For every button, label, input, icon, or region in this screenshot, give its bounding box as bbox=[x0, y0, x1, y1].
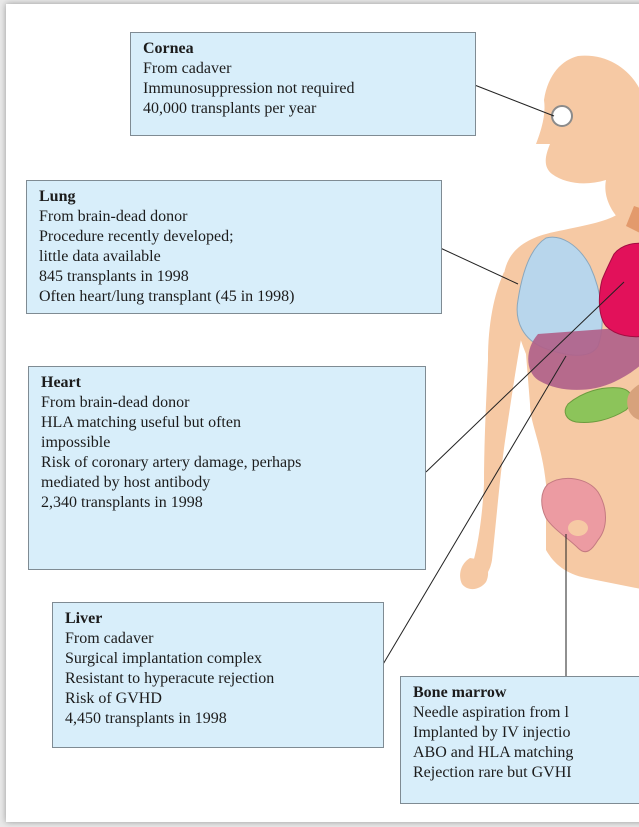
head bbox=[536, 56, 639, 224]
liver-line-5: 4,450 transplants in 1998 bbox=[65, 709, 373, 729]
bone-marrow-line-1: Needle aspiration from l bbox=[413, 703, 639, 723]
cornea-line-2: Immunosuppression not required bbox=[143, 79, 465, 99]
lung-box: Lung From brain-dead donor Procedure rec… bbox=[26, 180, 442, 314]
cornea-title: Cornea bbox=[143, 39, 465, 59]
bone-marrow-line-3: ABO and HLA matching bbox=[413, 743, 639, 763]
arm bbox=[469, 272, 526, 582]
liver-line-2: Surgical implantation complex bbox=[65, 649, 373, 669]
cornea-line-3: 40,000 transplants per year bbox=[143, 99, 465, 119]
heart-line-1: From brain-dead donor bbox=[41, 393, 415, 413]
hand bbox=[460, 558, 488, 589]
figure-frame: Cornea From cadaver Immunosuppression no… bbox=[6, 4, 639, 822]
lung-leader bbox=[436, 246, 518, 284]
cornea-leader bbox=[472, 84, 554, 116]
liver-title: Liver bbox=[65, 609, 373, 629]
bone-marrow-title: Bone marrow bbox=[413, 683, 639, 703]
heart-line-5: mediated by host antibody bbox=[41, 473, 415, 493]
lung-line-5: Often heart/lung transplant (45 in 1998) bbox=[39, 287, 431, 307]
heart-title: Heart bbox=[41, 373, 415, 393]
cornea-box: Cornea From cadaver Immunosuppression no… bbox=[130, 32, 476, 136]
bone-marrow-line-4: Rejection rare but GVHI bbox=[413, 763, 639, 783]
liver-box: Liver From cadaver Surgical implantation… bbox=[52, 602, 384, 748]
heart-box: Heart From brain-dead donor HLA matching… bbox=[28, 366, 426, 570]
liver-line-3: Resistant to hyperacute rejection bbox=[65, 669, 373, 689]
heart-line-3: impossible bbox=[41, 433, 415, 453]
bone-marrow-line-2: Implanted by IV injectio bbox=[413, 723, 639, 743]
liver-line-4: Risk of GVHD bbox=[65, 689, 373, 709]
lung-line-4: 845 transplants in 1998 bbox=[39, 267, 431, 287]
lung-line-2: Procedure recently developed; bbox=[39, 227, 431, 247]
cornea-line-1: From cadaver bbox=[143, 59, 465, 79]
lung-line-3: little data available bbox=[39, 247, 431, 267]
heart-line-6: 2,340 transplants in 1998 bbox=[41, 493, 415, 513]
heart-line-2: HLA matching useful but often bbox=[41, 413, 415, 433]
lung-title: Lung bbox=[39, 187, 431, 207]
bone-marrow-box: Bone marrow Needle aspiration from l Imp… bbox=[400, 676, 639, 804]
eye-icon bbox=[552, 106, 572, 126]
heart-line-4: Risk of coronary artery damage, perhaps bbox=[41, 453, 415, 473]
bone-hole bbox=[568, 520, 588, 536]
liver-line-1: From cadaver bbox=[65, 629, 373, 649]
lung-line-1: From brain-dead donor bbox=[39, 207, 431, 227]
